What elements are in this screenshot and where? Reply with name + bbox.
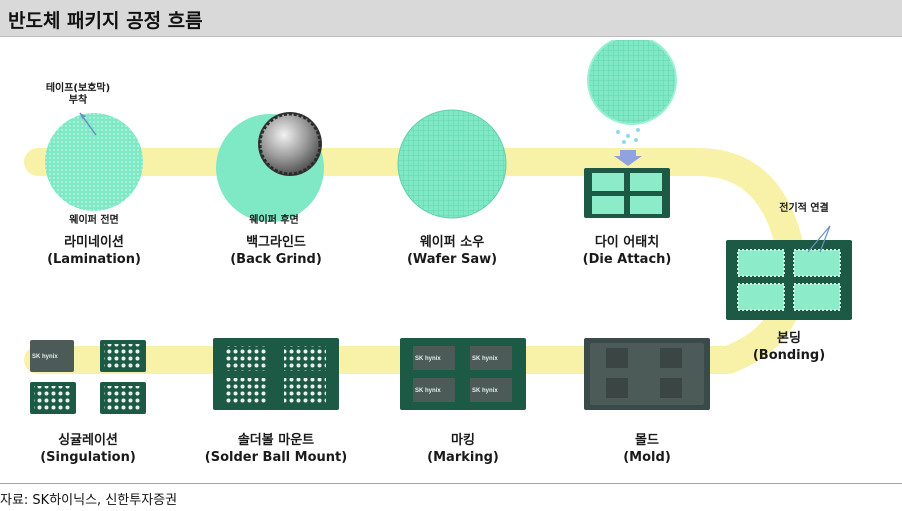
step-bonding: 본딩 (Bonding) (753, 330, 825, 364)
step-wafer-saw-ko: 웨이퍼 소우 (419, 235, 485, 250)
solder-ball-graphic (213, 338, 339, 410)
step-singulation-en: (Singulation) (40, 450, 136, 465)
tape-annotation: 테이프(보호막) 부착 (46, 83, 110, 107)
mold-graphic (584, 338, 710, 410)
step-die-attach: 다이 어태치 (Die Attach) (583, 234, 672, 268)
wafer-front-label: 웨이퍼 전면 (69, 215, 119, 226)
step-mold-en: (Mold) (623, 450, 671, 465)
step-mold-ko: 몰드 (635, 433, 659, 448)
diagram-graphics: SK hynix SK hynix SK hynix SK hynix SK h… (24, 40, 852, 414)
step-lamination: 라미네이션 (Lamination) (47, 234, 141, 268)
step-back-grind: 백그라인드 (Back Grind) (230, 234, 322, 268)
process-diagram: SK hynix SK hynix SK hynix SK hynix SK h… (8, 40, 898, 480)
marking-graphic (400, 338, 526, 410)
step-solder-ball-mount: 솔더볼 마운트 (Solder Ball Mount) (205, 432, 347, 466)
chip-logo-singulation: SK hynix (32, 354, 58, 360)
step-mold: 몰드 (Mold) (623, 432, 671, 466)
chip-logo-marking-4: SK hynix (472, 388, 498, 394)
electrical-connection-label: 전기적 연결 (779, 203, 829, 214)
chip-logo-marking-3: SK hynix (415, 388, 441, 394)
source-note: 자료: SK하이닉스, 신한투자증권 (0, 493, 178, 508)
step-bonding-ko: 본딩 (777, 331, 801, 346)
die-attach-graphic (584, 40, 677, 218)
back-grind-wafer (216, 112, 324, 222)
step-marking-ko: 마킹 (451, 433, 475, 448)
step-singulation-ko: 싱귤레이션 (58, 433, 118, 448)
lamination-wafer (45, 112, 143, 211)
step-back-grind-ko: 백그라인드 (246, 235, 306, 250)
step-solder-ball-mount-ko: 솔더볼 마운트 (237, 433, 315, 448)
step-wafer-saw: 웨이퍼 소우 (Wafer Saw) (407, 234, 497, 268)
chip-logo-marking-2: SK hynix (472, 356, 498, 362)
step-wafer-saw-en: (Wafer Saw) (406, 252, 498, 267)
step-die-attach-en: (Die Attach) (582, 252, 672, 267)
chip-logos: SK hynix SK hynix SK hynix SK hynix SK h… (32, 354, 498, 394)
singulation-graphic (30, 340, 146, 414)
step-bonding-en: (Bonding) (752, 348, 826, 363)
step-lamination-en: (Lamination) (47, 252, 141, 267)
step-back-grind-en: (Back Grind) (230, 252, 322, 267)
bonding-graphic (726, 225, 852, 320)
tape-annotation-line-2: 부착 (68, 95, 88, 106)
step-solder-ball-mount-en: (Solder Ball Mount) (204, 450, 348, 465)
chip-logo-marking-1: SK hynix (415, 356, 441, 362)
step-singulation: 싱귤레이션 (Singulation) (40, 432, 136, 466)
tape-annotation-line-1: 테이프(보호막) (45, 83, 111, 94)
wafer-back-label: 웨이퍼 후면 (249, 215, 299, 226)
step-lamination-ko: 라미네이션 (64, 235, 124, 250)
page-title: 반도체 패키지 공정 흐름 (8, 10, 203, 32)
step-marking: 마킹 (Marking) (427, 432, 499, 466)
title-bar: 반도체 패키지 공정 흐름 (0, 0, 902, 37)
footer-divider (0, 483, 902, 484)
wafer-saw-wafer (397, 109, 507, 219)
step-die-attach-ko: 다이 어태치 (594, 235, 660, 250)
step-marking-en: (Marking) (427, 450, 499, 465)
